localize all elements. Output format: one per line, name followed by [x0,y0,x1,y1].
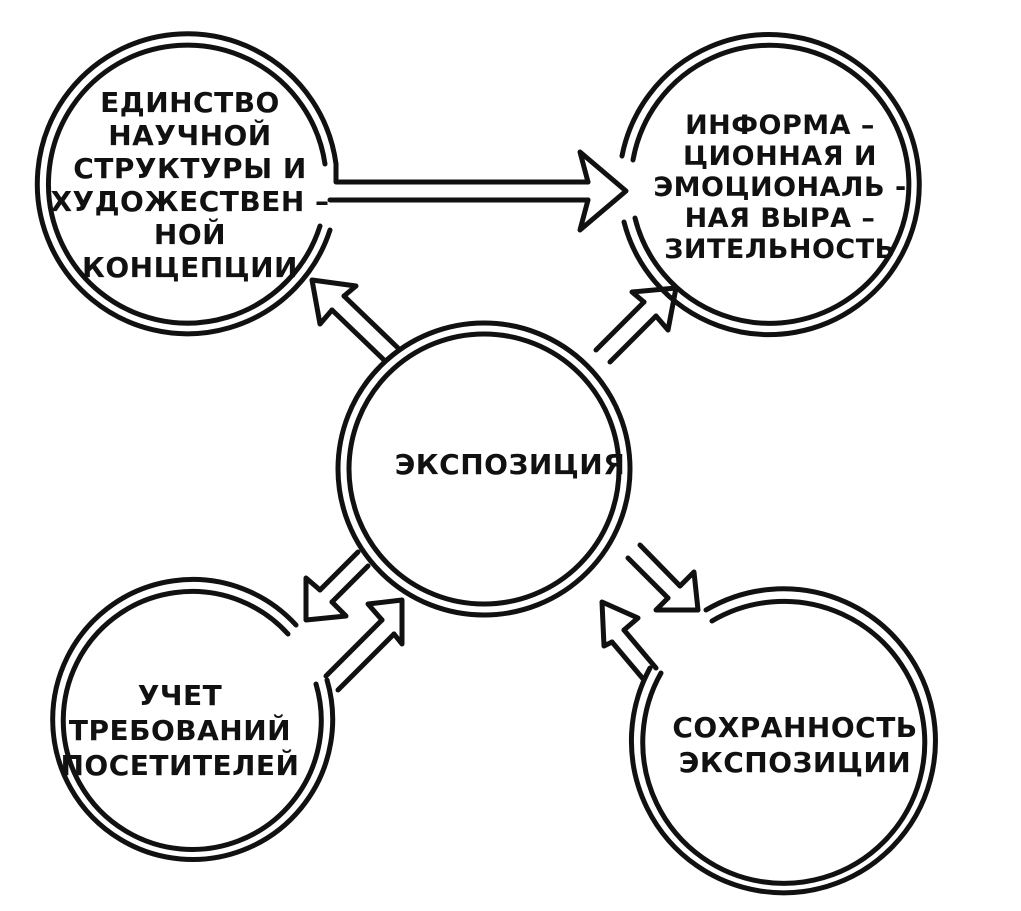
center-node-label: ЭКСПОЗИЦИЯ [360,448,660,481]
bottom-right-node-ring [629,586,938,896]
bottom-left-node-label-line: ПОСЕТИТЕЛЕЙ [60,749,300,782]
top-right-node-ring [619,32,922,338]
arrow-center-to-top-left [309,277,401,363]
bottom-right-node-label-line: ЭКСПОЗИЦИИ [678,746,912,779]
bottom-left-node-label-line: ТРЕБОВАНИЙ [68,714,292,747]
top-right-node-label-line: НАЯ ВЫРА – [684,203,876,234]
top-left-node-label-line: НОЙ [153,218,227,251]
top-left-node-label-line: КОНЦЕПЦИИ [81,251,298,284]
top-right-node-label-line: ИНФОРМА – [685,110,875,141]
top-left-node-label-line: НАУЧНОЙ [108,119,272,152]
bottom-left-node-label: УЧЕТ ТРЕБОВАНИЙ ПОСЕТИТЕЛЕЙ [30,678,330,783]
top-right-node-label: ИНФОРМА – ЦИОННАЯ И ЭМОЦИОНАЛЬ - НАЯ ВЫР… [630,110,930,265]
top-left-node-label-line: СТРУКТУРЫ И [73,152,307,185]
top-left-node-label: ЕДИНСТВО НАУЧНОЙ СТРУКТУРЫ И ХУДОЖЕСТВЕН… [40,86,340,284]
arrow-bottom-right-to-center [599,599,659,683]
bottom-right-node-label: СОХРАННОСТЬ ЭКСПОЗИЦИИ [630,710,960,780]
top-right-node-label-line: ЦИОННАЯ И [683,141,877,172]
top-left-node-label-line: ЕДИНСТВО [100,86,280,119]
top-left-node-ring [34,31,339,337]
arrow-center-to-bottom-left [303,549,371,623]
arrow-center-to-top-right [593,285,679,365]
arrow-bottom-left-to-center [323,597,405,693]
top-left-node-label-line: ХУДОЖЕСТВЕН – [50,185,330,218]
bottom-left-node-ring [50,576,336,862]
arrow-center-to-bottom-right [625,542,701,613]
bottom-right-node-label-line: СОХРАННОСТЬ [672,711,918,744]
center-node-ring [335,320,633,618]
bottom-left-node-label-line: УЧЕТ [137,679,223,712]
arrow-top-left-to-top-right [327,149,629,233]
top-right-node-label-line: ЭМОЦИОНАЛЬ - [653,172,907,203]
top-right-node-label-line: ЗИТЕЛЬНОСТЬ [664,234,896,265]
center-node-label-line: ЭКСПОЗИЦИЯ [394,448,626,481]
